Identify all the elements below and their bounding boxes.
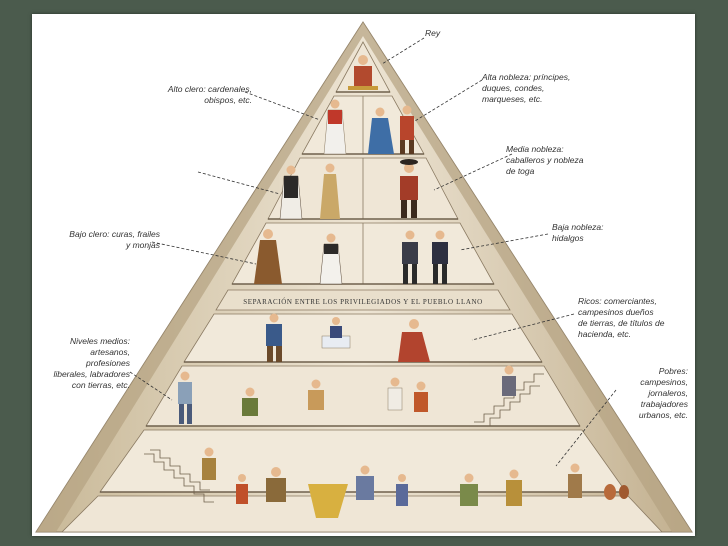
stairs-right <box>474 373 544 427</box>
king-figure <box>348 55 378 90</box>
stairs-left <box>144 449 214 503</box>
label-baja-nobleza: Baja nobleza: hidalgos <box>552 222 604 243</box>
privileged-tiers <box>231 41 495 285</box>
pointer-lines <box>129 37 617 467</box>
figures <box>178 55 629 518</box>
rich-figures <box>266 313 430 362</box>
middle-noble-figure <box>400 159 418 218</box>
label-rey: Rey <box>425 28 441 38</box>
pyramid-illustration <box>35 21 693 533</box>
middle-level-figures <box>178 365 516 424</box>
slide-canvas: Rey Alto clero: cardenales, obispos, etc… <box>32 14 695 536</box>
label-alto-clero: Alto clero: cardenales, obispos, etc. <box>167 84 252 105</box>
label-ricos: Ricos: comerciantes, campesinos dueños d… <box>578 296 665 339</box>
poor-figures <box>202 447 629 518</box>
label-pobres: Pobres: campesinos, jornaleros, trabajad… <box>638 366 688 420</box>
label-media-nobleza: Media nobleza: caballeros y nobleza de t… <box>506 144 584 176</box>
separation-title: Separación entre los privilegiados y el … <box>243 298 483 306</box>
middle-clergy-figures <box>279 163 340 220</box>
label-niveles-medios: Niveles medios: artesanos, profesiones l… <box>53 336 130 390</box>
low-clergy-figures <box>254 229 343 285</box>
high-noble-figures <box>368 105 414 154</box>
cardinal-figure <box>323 99 347 155</box>
low-noble-figures <box>402 230 448 284</box>
label-alta-nobleza: Alta nobleza: príncipes, duques, condes,… <box>482 72 571 104</box>
label-bajo-clero: Bajo clero: curas, frailes y monjas <box>69 229 160 250</box>
